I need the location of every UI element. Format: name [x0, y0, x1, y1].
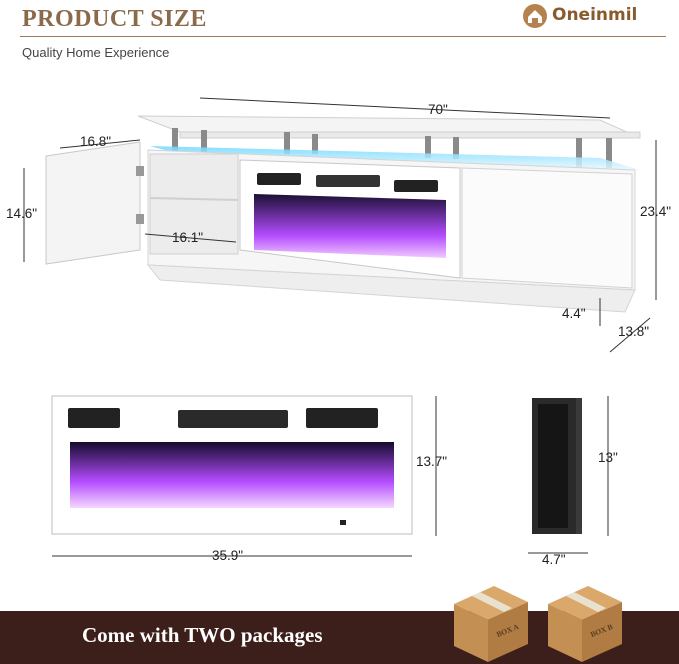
dim-cabinet-width: 70" [428, 102, 448, 117]
dim-shelf-width: 16.1" [172, 230, 204, 245]
fireplace-front-illustration [51, 395, 413, 557]
tv-stand-illustration [45, 115, 641, 313]
dim-base-height: 4.4" [562, 306, 586, 321]
dim-side-depth: 4.7" [542, 552, 566, 567]
side-depth-line [528, 552, 588, 554]
box-b-icon [548, 586, 622, 662]
dim-total-height: 23.4" [640, 204, 672, 219]
dim-door-width: 16.8" [80, 134, 112, 149]
brand-name: Oneinmil [552, 5, 638, 25]
page-subtitle: Quality Home Experience [22, 45, 170, 60]
brand-logo: Oneinmil [522, 2, 672, 30]
footer-text: Come with TWO packages [82, 623, 323, 647]
dim-fireplace-height: 13.7" [416, 454, 448, 469]
dim-fireplace-width: 35.9" [212, 548, 244, 563]
dim-depth: 13.8" [618, 324, 650, 339]
fireplace-side-illustration [532, 398, 582, 534]
side-height-line [607, 396, 609, 536]
header-divider [20, 36, 666, 37]
cabinet-dimension-lines [23, 97, 657, 353]
house-icon [523, 4, 547, 28]
dim-side-height: 13" [598, 450, 618, 465]
box-a-icon [454, 586, 528, 662]
fireplace-height-line [435, 396, 437, 536]
dim-left-height: 14.6" [6, 206, 38, 221]
page-title: PRODUCT SIZE [22, 6, 207, 32]
